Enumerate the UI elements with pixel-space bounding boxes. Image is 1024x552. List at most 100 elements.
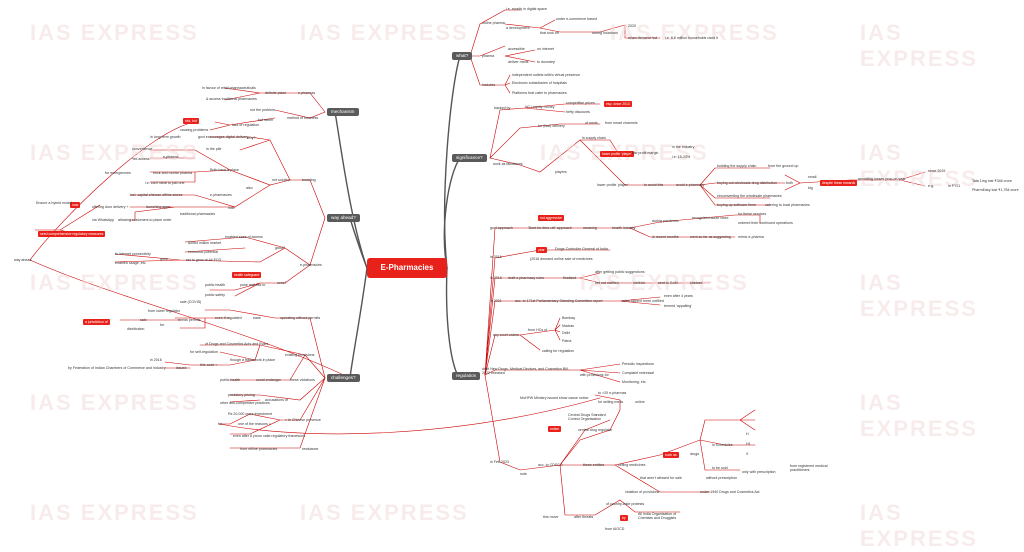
- node: in supply chain: [582, 136, 606, 140]
- node: causing problems: [180, 128, 209, 132]
- node: from the ground up: [768, 164, 799, 168]
- node: circumventing the wholesale pharmacies: [717, 194, 782, 198]
- node: Periodic inspections: [622, 362, 654, 366]
- node: independent outlets with/o virtual prese…: [512, 73, 581, 77]
- node: economic potential: [188, 250, 218, 254]
- node: central drug regulator: [578, 428, 613, 432]
- node: govt encourages digital delivery: [198, 135, 249, 139]
- node: note: [520, 472, 527, 476]
- node: Platforms that cater to pharmacies: [512, 91, 567, 95]
- node: VC / equity money: [525, 105, 555, 109]
- tag-badge: a jurisdiction of: [83, 319, 110, 325]
- node: in 2018: [490, 276, 502, 280]
- node: recognised acute need: [692, 216, 729, 220]
- node: from smart channels: [605, 121, 638, 125]
- node: needs permits: [178, 318, 201, 322]
- node: distribution: [127, 327, 145, 331]
- node: low profit margin: [632, 151, 659, 155]
- node: calling for regulation: [542, 349, 575, 353]
- node: hefty discounts: [566, 110, 590, 114]
- node: X: [746, 452, 749, 456]
- node: these violations: [290, 378, 315, 382]
- node: to be sold: [712, 466, 728, 470]
- node: draft New Drugs, Medical Devices, and Co…: [482, 367, 569, 375]
- node: after threats: [574, 515, 594, 519]
- node: Both have a place: [210, 168, 239, 172]
- node: since 2015: [928, 169, 946, 173]
- node: with provisions for: [580, 373, 609, 377]
- node: that took off: [540, 31, 559, 35]
- node: a development: [506, 26, 530, 30]
- node: in 2016: [150, 358, 162, 362]
- watermark: IAS EXPRESS: [860, 270, 978, 321]
- node: 'Best-for-time-util' approach: [528, 226, 572, 230]
- node: way ahead: [14, 258, 32, 262]
- tag-badge: not aggressive: [538, 215, 565, 221]
- node: (2016 demand online sale of medicines: [530, 257, 593, 261]
- node: but not notified: [595, 281, 619, 285]
- tag-badge: notice: [548, 426, 562, 432]
- node: incl. capital chinese offline stores: [130, 193, 183, 197]
- node: in FY21: [948, 184, 961, 188]
- central-topic[interactable]: E-Pharmacies: [367, 258, 447, 278]
- tag-badge: need comprehensive regulatory measures: [38, 231, 106, 237]
- node: Ensure a hybrid model: [36, 201, 72, 205]
- node: enabled ease of access: [225, 235, 263, 239]
- node: under 1940 Drugs and Cosmetics Act: [700, 490, 760, 494]
- node: any court orders: [493, 333, 519, 337]
- node: avoid e-pharmacy: [676, 183, 705, 187]
- node: boosting: [302, 178, 316, 182]
- node: only with prescription: [742, 470, 776, 474]
- node: big: [808, 186, 813, 190]
- node: $5064 million market: [188, 241, 222, 245]
- node: by Federation of Indian Chambers of Comm…: [68, 366, 166, 370]
- hub-way-ahead[interactable]: way ahead?: [327, 214, 360, 222]
- node: traditional pharmacies: [180, 212, 216, 216]
- hub-regulation[interactable]: regulation: [452, 372, 481, 380]
- hub-mechanism[interactable]: mechanism: [327, 108, 359, 116]
- tag-badge: such as: [663, 452, 679, 458]
- node: e-pharma: [163, 155, 179, 159]
- node: e-pharmacies: [210, 193, 232, 197]
- node: acc. to 171st Parliamentary Standing Com…: [515, 299, 603, 303]
- node: Patna: [562, 339, 572, 343]
- node: H: [746, 432, 749, 436]
- node: catering to local pharmacies: [765, 203, 810, 207]
- node: in the pile: [206, 147, 222, 151]
- node: backed by: [494, 106, 511, 110]
- node: mimic e-pharma: [738, 235, 764, 239]
- node: of country-wide protests: [606, 502, 645, 506]
- node: both: [786, 181, 793, 185]
- node: of meds: [585, 121, 598, 125]
- node: went so far as suggesting: [690, 235, 731, 239]
- node: Delhi: [562, 331, 571, 335]
- watermark: IAS EXPRESS: [30, 270, 199, 295]
- node: method of business: [287, 116, 319, 120]
- node: in favour of retail pharmaceuticals: [202, 86, 256, 90]
- node: for emergencies: [105, 171, 131, 175]
- node: e-pharmacies: [300, 263, 322, 267]
- node: buying out wholesale drug distribution: [717, 181, 778, 185]
- node: in 2016: [490, 255, 502, 259]
- node: i.e. can't ideal to just one: [145, 181, 185, 185]
- node: grow: [160, 257, 168, 261]
- node: ordered their continued operations: [738, 221, 793, 225]
- node: health Industry: [612, 226, 636, 230]
- node: not solution: [272, 178, 291, 182]
- node: lower profile 'player': [597, 183, 629, 187]
- node: Rs 20,000 crore investment: [228, 412, 272, 416]
- node: All India Organisation of Chemists and D…: [638, 512, 677, 520]
- node: i.e. 8.8 million households used it: [665, 36, 718, 40]
- watermark: IAS EXPRESS: [300, 20, 469, 45]
- hub-challenges[interactable]: challenges?: [327, 374, 360, 382]
- hub-significance[interactable]: significance?: [452, 154, 487, 162]
- hub-what[interactable]: what?: [452, 52, 473, 60]
- watermark: IAS EXPRESS: [580, 270, 749, 295]
- node: though a framework in place: [230, 358, 276, 362]
- node: Madras: [562, 324, 574, 328]
- node: launching apps: [146, 205, 171, 209]
- node: Monitoring, etc.: [622, 380, 647, 384]
- node: to doorstep: [537, 60, 555, 64]
- watermark: IAS EXPRESS: [300, 500, 469, 525]
- node: from lower regulator: [148, 309, 180, 313]
